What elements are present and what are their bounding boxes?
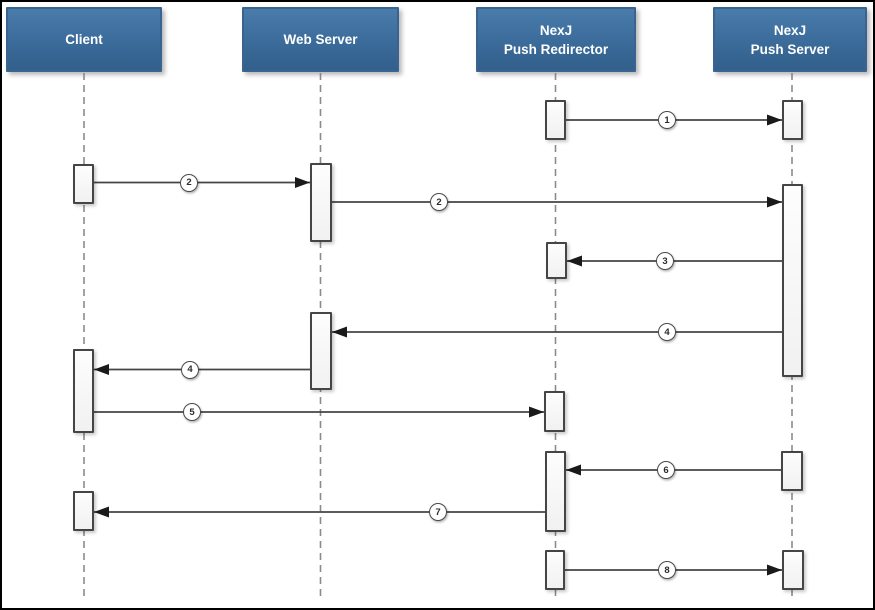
actor-label-line: NexJ [773, 22, 807, 38]
activation-box-push-server [782, 100, 803, 140]
activation-box-push-redirector [546, 242, 567, 279]
activation-box-push-server [782, 550, 804, 590]
activation-box-client [73, 164, 94, 204]
activation-box-push-redirector [544, 391, 565, 432]
activation-box-push-redirector [545, 550, 565, 590]
activation-box-push-redirector [545, 100, 566, 140]
message-number-badge: 7 [429, 503, 447, 521]
activation-box-push-redirector [545, 451, 566, 532]
actor-label-line: NexJ [539, 22, 573, 38]
message-number-badge: 4 [658, 323, 676, 341]
message-number-badge: 6 [657, 461, 675, 479]
activation-box-web-server [310, 312, 332, 390]
actor-label-line: Push Server [750, 41, 830, 57]
message-arrowhead-icon [767, 564, 782, 576]
message-arrowhead-icon [94, 506, 109, 518]
actor-label-line: Push Redirector [503, 41, 609, 57]
message-arrowhead-icon [332, 326, 347, 338]
actor-label-line: Web Server [283, 32, 358, 47]
message-arrowhead-icon [566, 464, 581, 476]
message-arrowhead-icon [767, 196, 782, 208]
message-number-badge: 2 [180, 173, 198, 192]
message-arrowhead-icon [567, 255, 582, 267]
message-number-badge: 8 [658, 561, 676, 579]
actor-box-client: Client [6, 7, 162, 72]
message-arrowhead-icon [94, 364, 109, 375]
message-number-badge: 1 [658, 111, 676, 129]
activation-box-client [73, 349, 94, 433]
actor-box-web-server: Web Server [242, 7, 399, 72]
message-number-badge: 3 [656, 252, 674, 270]
activation-box-push-server [782, 184, 803, 377]
actor-label-line: Client [65, 32, 103, 47]
message-arrowhead-icon [767, 114, 782, 126]
actor-box-push-server: NexJ Push Server [713, 7, 867, 72]
activation-box-client [73, 491, 94, 531]
message-arrowhead-icon [529, 406, 544, 418]
message-arrowhead-icon [295, 177, 310, 188]
actor-box-push-redirector: NexJ Push Redirector [476, 7, 636, 72]
message-number-badge: 5 [183, 403, 201, 421]
message-number-badge: 2 [430, 193, 448, 211]
activation-box-web-server [310, 163, 332, 242]
message-number-badge: 4 [181, 360, 199, 379]
activation-box-push-server [781, 451, 803, 491]
